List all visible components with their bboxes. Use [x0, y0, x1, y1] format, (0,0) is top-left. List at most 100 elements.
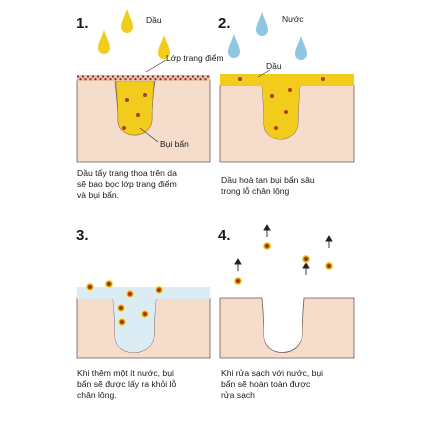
oil-drop: [98, 30, 110, 54]
dirt-particle: [233, 276, 243, 286]
makeup-layer: [77, 75, 210, 81]
caption-line: trong lỗ chân lông: [221, 186, 290, 196]
makeup-dot: [146, 75, 150, 78]
dirt-particle: [301, 254, 311, 264]
panel-2-caption: Dầu hoà tan bụi bẩn sâu trong lỗ chân lô…: [221, 175, 315, 197]
dirt-particle: [122, 126, 126, 130]
pointer-line: [139, 127, 159, 143]
makeup-dot: [126, 75, 130, 78]
makeup-dots: [76, 75, 210, 81]
makeup-dot: [204, 78, 207, 81]
caption-line: Dầu hoà tan bụi bẩn sâu: [221, 175, 315, 185]
makeup-dot: [84, 78, 87, 81]
makeup-dot: [186, 75, 190, 78]
makeup-dot: [114, 78, 117, 81]
oil-layer-label: Dầu: [266, 61, 282, 71]
makeup-dot: [76, 75, 80, 78]
makeup-dot: [151, 75, 155, 78]
panel-1: 1. Dầu Lớp trang điểm Bụi bẩn: [76, 9, 224, 163]
dirt-particle: [104, 279, 114, 289]
dirt-particle: [154, 285, 164, 295]
makeup-dot: [134, 78, 137, 81]
panel-1-number: 1.: [76, 15, 89, 32]
dirt-particle: [85, 282, 95, 292]
oil-drop: [121, 9, 133, 33]
panel-3-caption: Khi thêm một ít nước, bụi bẩn sẽ được lấ…: [77, 368, 176, 401]
makeup-dot: [79, 78, 82, 81]
makeup-dot: [121, 75, 125, 78]
skin: [219, 297, 355, 359]
dirt-particle: [117, 317, 127, 327]
water-layer: [77, 287, 210, 353]
makeup-dot: [144, 78, 147, 81]
panel-2: 2. Nước Dầu: [218, 12, 355, 163]
dirt-particle: [136, 113, 140, 117]
clean-pore: [263, 299, 303, 351]
makeup-dot: [189, 78, 192, 81]
dirt-particle: [270, 94, 274, 98]
pointer-line: [145, 59, 167, 73]
makeup-dot: [159, 78, 162, 81]
caption-line: và bụi bẩn.: [77, 190, 120, 200]
panel-2-number: 2.: [218, 15, 231, 32]
caption-line: chân lông.: [77, 390, 117, 400]
caption-line: bẩn sẽ hoàn toàn được: [221, 379, 311, 389]
makeup-dot: [201, 75, 205, 78]
caption-line: Khi thêm một ít nước, bụi: [77, 368, 174, 378]
panel-4-caption: Khi rửa sạch với nước, bụi bẩn sẽ hoàn t…: [221, 368, 323, 401]
makeup-dot: [169, 78, 172, 81]
oil-label: Dầu: [146, 15, 162, 25]
oil-drop: [158, 35, 170, 59]
makeup-dot: [156, 75, 160, 78]
makeup-dot: [196, 75, 200, 78]
makeup-dot: [161, 75, 165, 78]
panel-1-caption: Dầu tẩy trang thoa trên da sẽ bao bọc lớ…: [77, 168, 177, 201]
makeup-dot: [124, 78, 127, 81]
makeup-dot: [194, 78, 197, 81]
panel-4-number: 4.: [218, 227, 231, 244]
dirt-particle: [262, 241, 272, 251]
makeup-dot: [91, 75, 95, 78]
makeup-dot: [94, 78, 97, 81]
makeup-dot: [184, 78, 187, 81]
makeup-dot: [176, 75, 180, 78]
makeup-dot: [109, 78, 112, 81]
dirt-particle: [324, 261, 334, 271]
caption-line: Dầu tẩy trang thoa trên da: [77, 168, 177, 178]
makeup-dot: [111, 75, 115, 78]
caption-line: Khi rửa sạch với nước, bụi: [221, 368, 324, 378]
oil-in-pore: [115, 80, 155, 136]
makeup-dot: [164, 78, 167, 81]
makeup-dot: [139, 78, 142, 81]
makeup-dot: [149, 78, 152, 81]
makeup-dot: [89, 78, 92, 81]
oil-layer: [220, 74, 354, 139]
dirt-particle: [274, 126, 278, 130]
makeup-dot: [106, 75, 110, 78]
water-drop: [295, 36, 307, 60]
dirt-particle: [116, 303, 126, 313]
caption-line: sẽ bao bọc lớp trang điểm: [77, 179, 177, 189]
makeup-dot: [171, 75, 175, 78]
makeup-dot: [99, 78, 102, 81]
makeup-dot: [181, 75, 185, 78]
dirt-particle: [140, 309, 150, 319]
makeup-dot: [179, 78, 182, 81]
dirt-particle: [125, 289, 135, 299]
makeup-dot: [166, 75, 170, 78]
makeup-dot: [174, 78, 177, 81]
dirt-particle: [143, 93, 147, 97]
panel-4: 4.: [218, 224, 355, 359]
makeup-dot: [154, 78, 157, 81]
makeup-dot: [86, 75, 90, 78]
makeup-dot: [129, 78, 132, 81]
panel-3-number: 3.: [76, 227, 89, 244]
makeup-dot: [131, 75, 135, 78]
panel-3: 3.: [76, 227, 211, 359]
water-drop: [256, 12, 268, 36]
makeup-dot: [101, 75, 105, 78]
caption-line: bẩn sẽ được lấy ra khỏi lỗ: [77, 379, 177, 389]
makeup-dot: [116, 75, 120, 78]
